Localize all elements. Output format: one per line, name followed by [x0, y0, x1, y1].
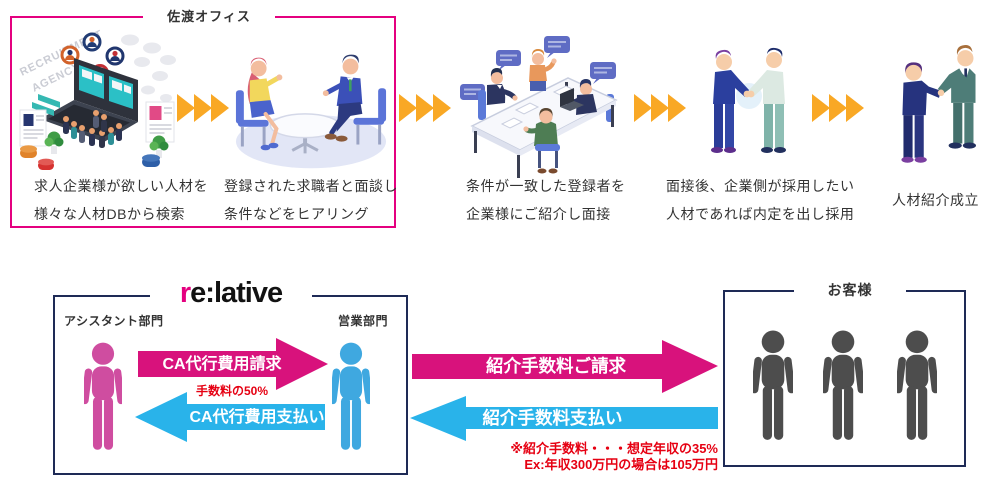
ca-payment-arrow — [135, 392, 325, 442]
hr-woman — [529, 49, 557, 91]
candidate-laptop-man — [560, 79, 597, 115]
poster-left — [19, 109, 47, 147]
agent-man — [322, 54, 363, 142]
sales-dept-label: 営業部門 — [338, 314, 389, 328]
customer-person-icon — [753, 330, 793, 440]
referral-fee-note-line2: Ex:年収300万円の場合は105万円 — [524, 457, 718, 472]
hr-man — [487, 68, 518, 105]
agent-back-figure — [901, 62, 945, 163]
referral-fee-note: ※紹介手数料・・・想定年収の35% Ex:年収300万円の場合は105万円 — [440, 441, 718, 473]
customer-person-icon — [897, 330, 937, 440]
plant-icon — [44, 131, 64, 154]
flow-arrow-icon — [399, 94, 451, 122]
illustration-interview — [460, 36, 618, 178]
illustration-placement — [901, 44, 977, 163]
dots-decoration — [121, 34, 176, 102]
flow-arrow-icon — [634, 94, 686, 122]
chair-left — [478, 90, 486, 120]
step-caption-offer: 面接後、企業側が採用したい 人材であれば内定を出し採用 — [666, 178, 855, 222]
assistant-dept-label: アシスタント部門 — [64, 314, 164, 328]
referral-invoice-arrow — [412, 340, 718, 393]
flow-arrow-icon — [177, 94, 229, 122]
plant-icon — [149, 135, 169, 158]
candidate-back-man — [523, 108, 560, 174]
poster-right — [145, 101, 175, 143]
chair-left — [235, 90, 269, 147]
referral-invoice-arrow-label: 紹介手数料ご請求 — [486, 356, 626, 376]
ca-invoice-arrow-label: CA代行費用請求 — [162, 356, 282, 373]
illustration-db-search: RECRUITMENT AGENCY — [18, 28, 176, 170]
logo-rest: e:lative — [190, 277, 283, 309]
step-caption-placement: 人材紹介成立 — [892, 192, 979, 208]
illustration-hearing — [235, 54, 387, 169]
illustration-offer-handshake — [711, 47, 786, 153]
step-caption-hearing: 登録された求職者と面談し 条件などをヒアリング — [224, 178, 398, 222]
hired-candidate-figure — [937, 44, 977, 149]
step-caption-interview: 条件が一致した登録者を 企業様にご紹介し面接 — [466, 178, 626, 222]
chair-right — [353, 88, 387, 145]
logo-prefix: r — [179, 277, 191, 309]
ottomans — [20, 145, 160, 170]
referral-fee-note-line1: ※紹介手数料・・・想定年収の35% — [510, 441, 718, 456]
referral-payment-arrow — [410, 396, 718, 441]
ca-payment-arrow-label: CA代行費用支払い — [189, 409, 325, 426]
referral-payment-arrow-label: 紹介手数料支払い — [482, 408, 623, 428]
flow-arrow-icon — [812, 94, 864, 122]
sales-person-icon — [332, 342, 370, 450]
candidate-figure — [747, 47, 786, 153]
relative-logo: re:lative — [150, 278, 312, 308]
step-caption-db-search: 求人企業様が欲しい人材を 様々な人材DBから検索 — [34, 178, 208, 222]
customer-person-icon — [823, 330, 863, 440]
laptop — [40, 58, 138, 142]
ca-invoice-arrow — [138, 338, 328, 390]
crowd — [63, 110, 122, 148]
customer-box-label: お客様 — [794, 281, 906, 299]
fee-share-note: 手数料の50% — [196, 384, 269, 398]
sado-office-label: 佐渡オフィス — [143, 8, 275, 25]
jobseeker-woman — [247, 57, 283, 151]
assistant-person-icon — [84, 342, 122, 450]
